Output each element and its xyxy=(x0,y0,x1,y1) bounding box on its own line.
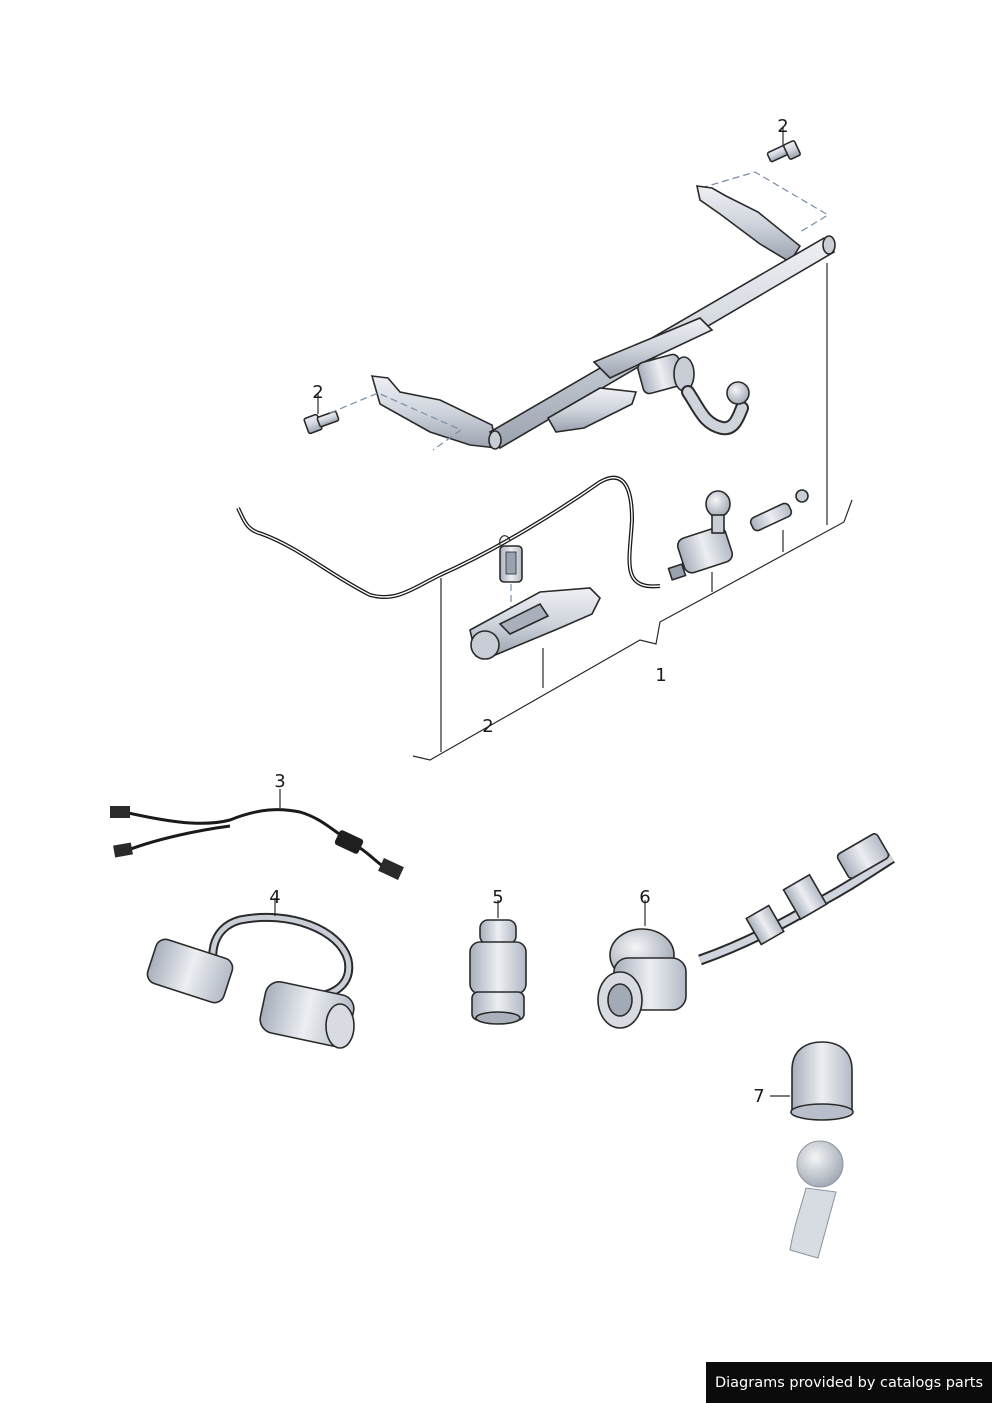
callout-3: 3 xyxy=(274,771,285,792)
plug-5 xyxy=(469,919,527,1025)
callout-2-top: 2 xyxy=(777,116,788,137)
catalog-credit-text: Diagrams provided by catalogs parts xyxy=(714,1374,984,1391)
towball-silhouette xyxy=(789,1140,844,1259)
towball-cap-7 xyxy=(790,1041,854,1121)
callout-5: 5 xyxy=(492,887,503,908)
assembly-bracket xyxy=(412,499,853,761)
callout-6: 6 xyxy=(639,887,650,908)
callout-2-left: 2 xyxy=(312,382,323,403)
wiring-adapter-3 xyxy=(110,806,404,880)
bolt-left xyxy=(303,410,340,435)
harness-cable xyxy=(236,475,661,600)
callout-7: 7 xyxy=(753,1086,764,1107)
callout-4: 4 xyxy=(269,887,280,908)
catalog-credit-badge: Diagrams provided by catalogs parts xyxy=(706,1362,992,1403)
callout-1: 1 xyxy=(655,665,666,686)
wiring-connector-plug xyxy=(499,535,523,583)
towbar-crossmember xyxy=(370,185,836,450)
socket-adapter-6 xyxy=(597,833,895,1029)
bolt-top-right xyxy=(766,140,801,163)
bolt-alignment-dash-left xyxy=(329,392,463,451)
socket-module-housing xyxy=(469,587,601,660)
locking-pin xyxy=(749,489,809,532)
adapter-cable-4 xyxy=(146,912,355,1049)
bolt-alignment-dash-top xyxy=(700,171,830,233)
lock-cylinder xyxy=(667,490,734,581)
callout-2-bottom: 2 xyxy=(482,716,493,737)
